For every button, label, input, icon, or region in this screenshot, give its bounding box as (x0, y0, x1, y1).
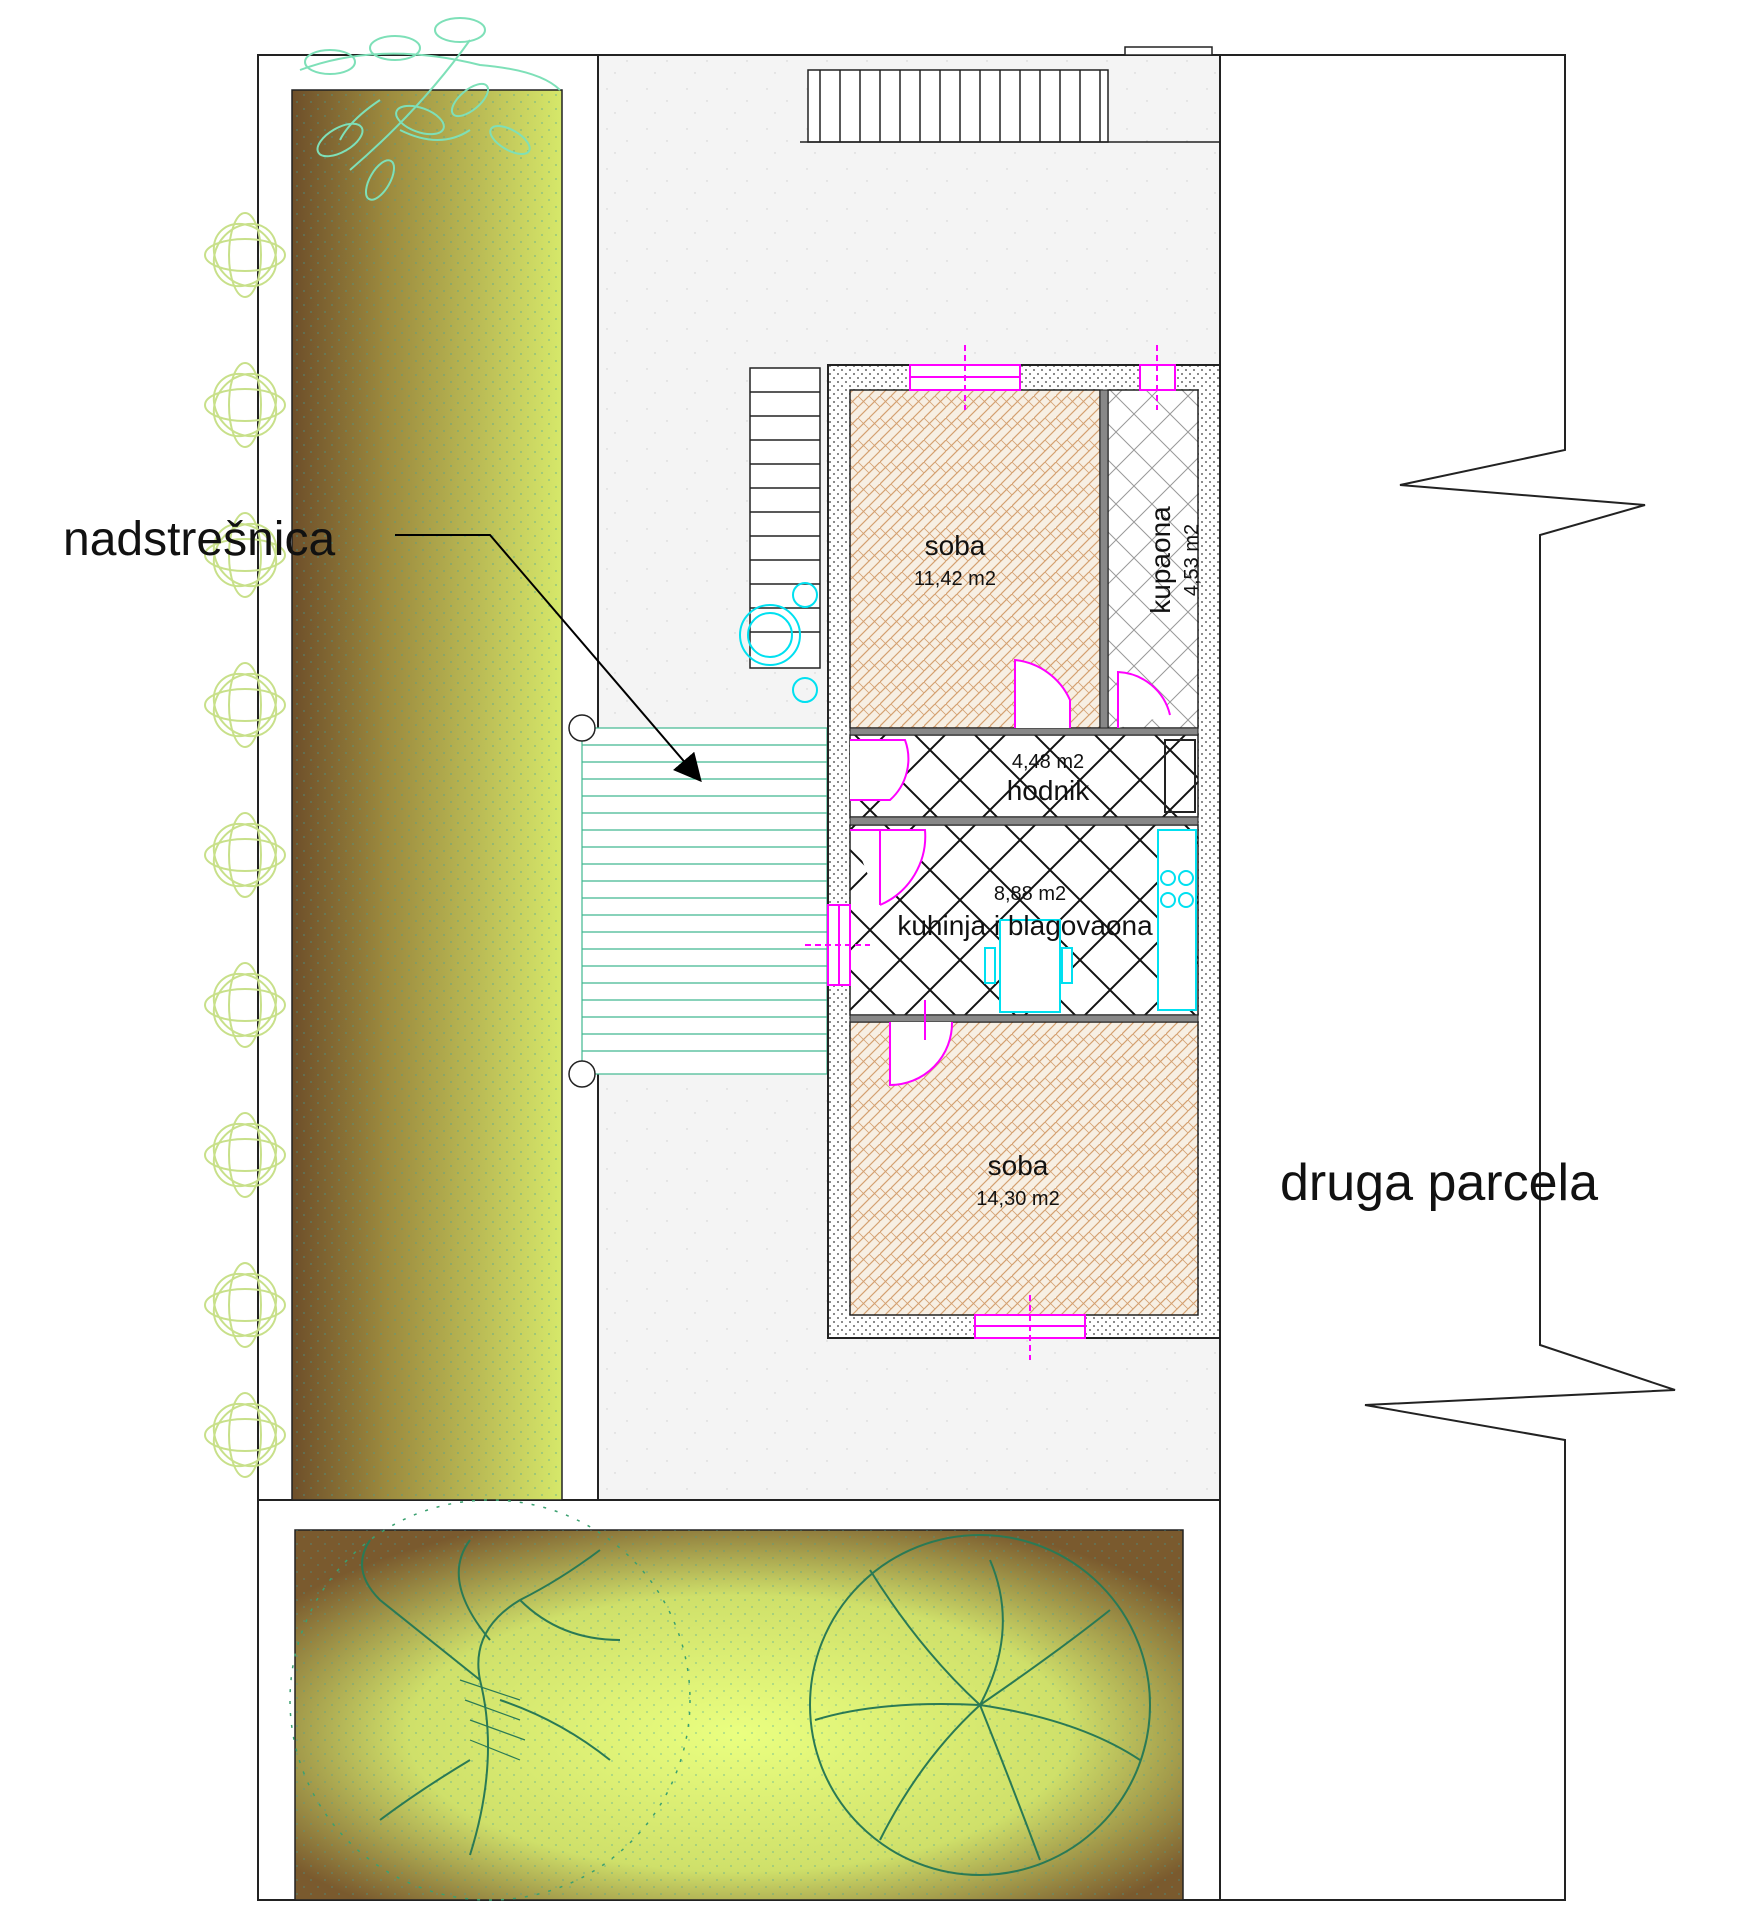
tree-right (809, 1534, 1151, 1876)
room-kuhinja-name: kuhinja i blagovaona (897, 910, 1153, 941)
kitchen-fixtures (984, 739, 1197, 1013)
hedge-top (299, 17, 561, 201)
room-kuhinja-area: 8,88 m2 (994, 883, 1066, 905)
tree-left (361, 1539, 621, 1856)
neighbor-boundary (1220, 54, 1676, 1901)
callout-leader (395, 534, 702, 783)
stair-top (800, 46, 1220, 143)
climbing-plants (200, 212, 290, 1480)
garden-furniture (739, 582, 818, 703)
callout-label: nadstrešnica (63, 513, 335, 566)
room-soba-top (849, 389, 1101, 729)
room-kupaona-name: kupaona (1145, 506, 1176, 614)
room-kupaona-area: 4,53 m2 (1181, 524, 1203, 596)
pergola (568, 714, 828, 1088)
windows (805, 345, 1176, 1360)
tree-left-canopy (289, 1499, 691, 1901)
room-hodnik-name: hodnik (1007, 775, 1091, 806)
neighbor-label: druga parcela (1280, 1154, 1598, 1212)
room-soba-bottom-name: soba (988, 1150, 1049, 1181)
room-soba-bottom-area: 14,30 m2 (976, 1188, 1059, 1210)
doors (850, 658, 1171, 1087)
stair-side (749, 367, 821, 669)
room-hodnik-area: 4,48 m2 (1012, 751, 1084, 773)
room-soba-top-name: soba (925, 530, 986, 561)
room-soba-top-area: 11,42 m2 (914, 568, 996, 590)
